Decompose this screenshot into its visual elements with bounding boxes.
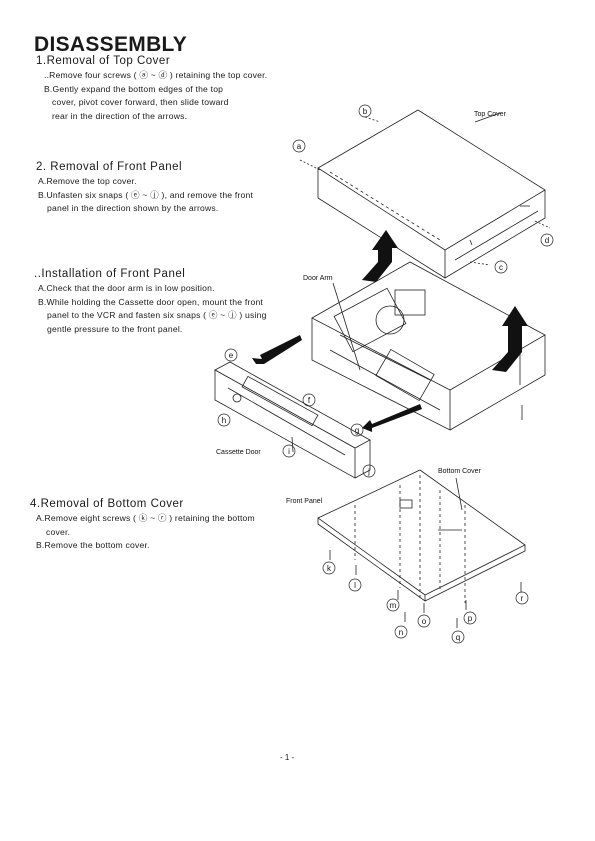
section-3-line: B.While holding the Cassette door open, …: [38, 296, 264, 307]
section-1-line: B.Gently expand the bottom edges of the …: [44, 83, 224, 94]
label-front-panel: Front Panel: [286, 498, 323, 505]
section-2-line: B.Unfasten six snaps ( ⓔ ~ ⓙ ), and remo…: [38, 189, 254, 200]
section-2-line: A.Remove the top cover.: [38, 176, 137, 186]
callout-i: i: [288, 447, 290, 456]
callout-f: f: [308, 396, 311, 405]
section-3-line: panel to the VCR and fasten six snaps ( …: [47, 310, 267, 321]
section-4-line: A.Remove eight screws ( ⓚ ~ ⓡ ) retainin…: [36, 513, 255, 523]
callout-e: e: [229, 351, 234, 360]
label-cassette-door: Cassette Door: [216, 449, 261, 456]
page-title: DISASSEMBLY: [34, 33, 188, 56]
label-top-cover: Top Cover: [474, 111, 507, 118]
section-2-text: A.Remove the top cover. B.Unfasten six s…: [38, 175, 253, 216]
callout-q: q: [456, 633, 460, 642]
callout-d: d: [545, 236, 549, 245]
section-1-line: ..Remove four screws ( ⓐ ~ ⓓ ) retaining…: [44, 70, 268, 80]
section-4-line: cover.: [46, 526, 71, 537]
callout-p: p: [468, 614, 473, 623]
callout-a: a: [297, 142, 302, 151]
section-1-line: rear in the direction of the arrows.: [52, 110, 188, 121]
section-3-heading: ..Installation of Front Panel: [34, 268, 186, 280]
callout-n: n: [399, 628, 403, 637]
section-1-line: cover, pivot cover forward, then slide t…: [52, 97, 229, 108]
callout-b: b: [363, 107, 368, 116]
section-4-text: A.Remove eight screws ( ⓚ ~ ⓡ ) retainin…: [36, 512, 255, 553]
top-cover-drawing: [317, 109, 546, 279]
callout-m: m: [390, 601, 397, 610]
callout-h: h: [222, 416, 226, 425]
callout-g: g: [355, 426, 359, 435]
section-1-text: ..Remove four screws ( ⓐ ~ ⓓ ) retaining…: [44, 69, 267, 123]
callout-o: o: [422, 617, 427, 626]
section-3-text: A.Check that the door arm is in low posi…: [38, 282, 267, 336]
label-bottom-cover: Bottom Cover: [438, 468, 481, 475]
page-number: - 1 -: [280, 753, 295, 762]
callout-j: j: [367, 467, 370, 476]
chassis-drawing: [311, 261, 546, 431]
label-door-arm: Door Arm: [303, 275, 333, 282]
callout-r: r: [521, 594, 524, 603]
section-3-line: gentle pressure to the front panel.: [47, 323, 183, 334]
bottom-cover-drawing: [317, 469, 526, 603]
section-3-line: A.Check that the door arm is in low posi…: [38, 283, 215, 293]
section-4-heading: 4.Removal of Bottom Cover: [30, 498, 184, 510]
callout-l: l: [354, 581, 356, 590]
section-1-heading: 1.Removal of Top Cover: [36, 55, 171, 67]
callout-k: k: [327, 564, 332, 573]
front-panel-drawing: [214, 361, 371, 479]
section-2-line: panel in the direction shown by the arro…: [47, 203, 219, 214]
callout-c: c: [499, 263, 503, 272]
section-2-heading: 2. Removal of Front Panel: [36, 161, 183, 173]
section-4-line: B.Remove the bottom cover.: [36, 540, 150, 551]
